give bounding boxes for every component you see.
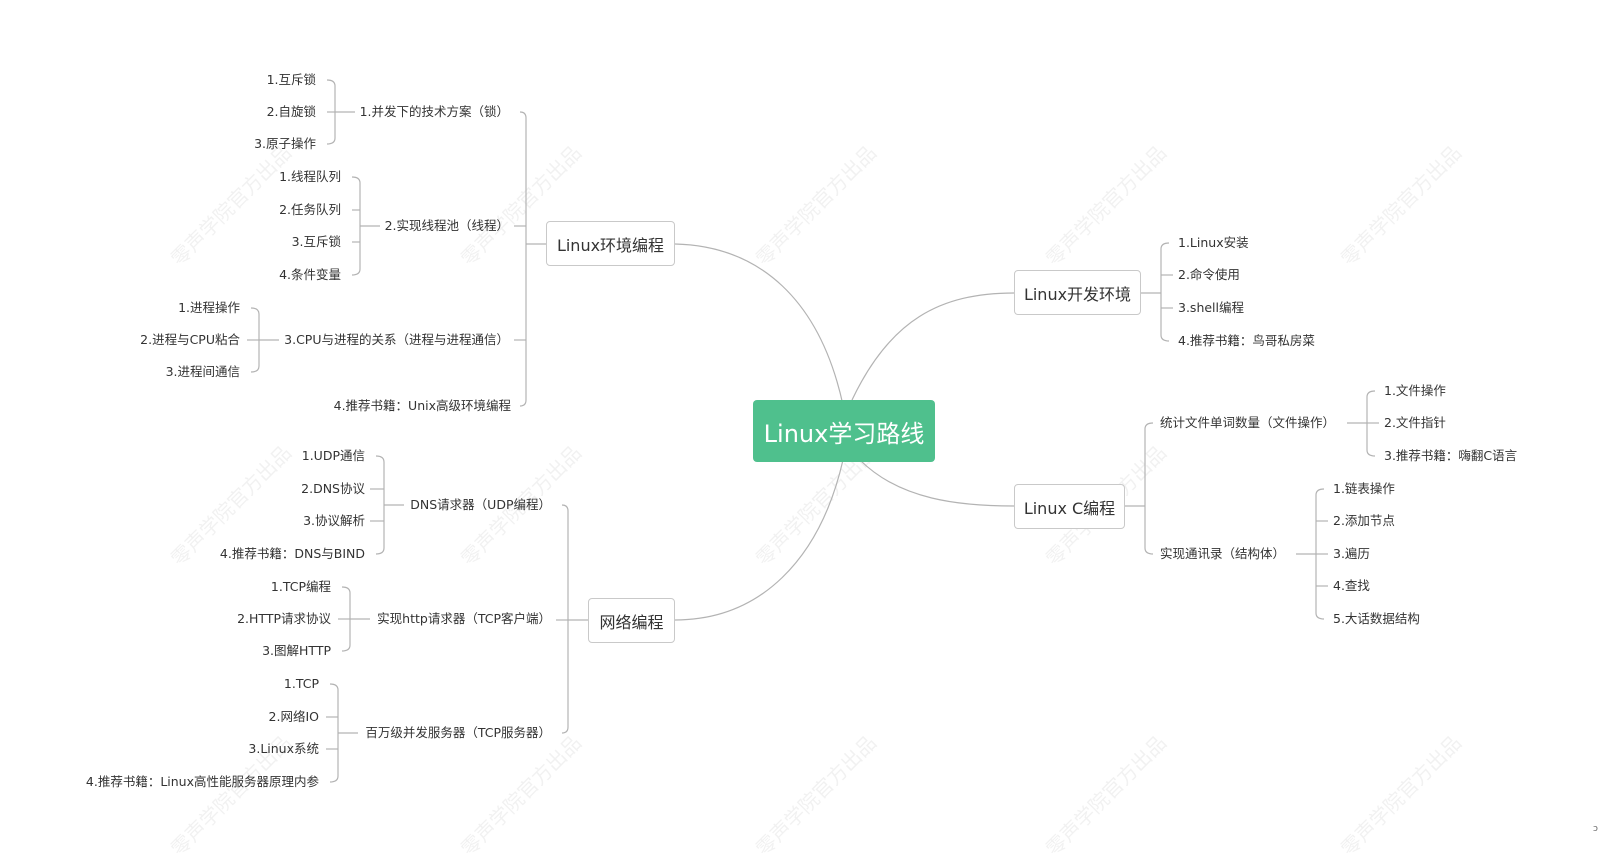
connector-root-linux-c [859, 459, 1015, 507]
leaf-item[interactable]: 2.任务队列 [279, 202, 341, 217]
corner-mark: ↄ [1593, 824, 1598, 834]
branch-linux-c-programming[interactable]: Linux C编程 [1014, 484, 1125, 529]
branch-title: 网络编程 [599, 612, 664, 632]
leaf-item[interactable]: 4.查找 [1333, 578, 1370, 593]
leaf-item[interactable]: 3.图解HTTP [262, 643, 331, 658]
branch-linux-dev-environment[interactable]: Linux开发环境 [1014, 270, 1141, 315]
group-label[interactable]: 3.CPU与进程的关系（进程与进程通信） [284, 332, 509, 347]
leaf-item[interactable]: 5.大话数据结构 [1333, 611, 1420, 626]
leaf-item[interactable]: 3.Linux系统 [248, 741, 319, 756]
leaf-item[interactable]: 2.命令使用 [1178, 267, 1240, 282]
branch-title: Linux环境编程 [556, 235, 665, 255]
group-label[interactable]: 实现http请求器（TCP客户端） [377, 611, 551, 626]
leaf-item[interactable]: 1.进程操作 [178, 300, 240, 315]
branch-title: Linux开发环境 [1023, 284, 1132, 304]
leaf-item[interactable]: 2.DNS协议 [301, 481, 365, 496]
leaf-item[interactable]: 2.文件指针 [1384, 415, 1446, 430]
leaf-item[interactable]: 4.推荐书籍：Linux高性能服务器原理内参 [85, 774, 319, 789]
leaf-item[interactable]: 3.shell编程 [1178, 300, 1244, 315]
branch-title: Linux C编程 [1023, 498, 1116, 518]
leaf-item[interactable]: 4.条件变量 [279, 267, 341, 282]
connector-root-network [674, 459, 844, 621]
leaf-item[interactable]: 1.链表操作 [1333, 481, 1395, 496]
leaf-item[interactable]: 3.协议解析 [303, 513, 365, 528]
leaf-item[interactable]: 2.进程与CPU粘合 [140, 332, 240, 347]
group-label[interactable]: 百万级并发服务器（TCP服务器） [365, 725, 551, 740]
leaf-item[interactable]: 1.UDP通信 [301, 448, 365, 463]
group-label[interactable]: 2.实现线程池（线程） [384, 218, 509, 233]
leaf-item[interactable]: 3.原子操作 [254, 136, 316, 151]
leaf-item[interactable]: 1.Linux安装 [1178, 235, 1249, 250]
leaf-item[interactable]: 1.TCP编程 [270, 579, 331, 594]
leaf-item[interactable]: 1.互斥锁 [266, 72, 316, 87]
connector-root-linux-env [674, 243, 844, 406]
leaf-item[interactable]: 2.HTTP请求协议 [237, 611, 331, 626]
leaf-item[interactable]: 1.线程队列 [279, 169, 341, 184]
leaf-item[interactable]: 3.互斥锁 [291, 234, 341, 249]
leaf-item[interactable]: 2.添加节点 [1333, 513, 1395, 528]
connector-root-dev-env [851, 292, 1015, 401]
branch-linux-env-programming[interactable]: Linux环境编程 [546, 221, 675, 266]
group-label[interactable]: 4.推荐书籍：Unix高级环境编程 [333, 398, 511, 413]
leaf-item[interactable]: 3.遍历 [1333, 546, 1370, 561]
leaf-item[interactable]: 4.推荐书籍：DNS与BIND [219, 546, 365, 561]
leaf-item[interactable]: 3.推荐书籍：嗨翻C语言 [1384, 448, 1518, 463]
group-label[interactable]: 实现通讯录（结构体） [1160, 546, 1286, 561]
leaf-item[interactable]: 2.自旋锁 [266, 104, 316, 119]
leaf-item[interactable]: 2.网络IO [268, 709, 319, 724]
root-node[interactable]: Linux学习路线 [753, 400, 935, 462]
group-label[interactable]: DNS请求器（UDP编程） [410, 497, 551, 512]
root-title: Linux学习路线 [763, 419, 925, 448]
leaf-item[interactable]: 3.进程间通信 [165, 364, 240, 379]
leaf-item[interactable]: 1.TCP [283, 676, 319, 691]
leaf-item[interactable]: 4.推荐书籍：鸟哥私房菜 [1178, 333, 1315, 348]
group-label[interactable]: 统计文件单词数量（文件操作） [1160, 415, 1336, 430]
branch-network-programming[interactable]: 网络编程 [588, 598, 675, 643]
group-label[interactable]: 1.并发下的技术方案（锁） [359, 104, 509, 119]
leaf-item[interactable]: 1.文件操作 [1384, 383, 1446, 398]
